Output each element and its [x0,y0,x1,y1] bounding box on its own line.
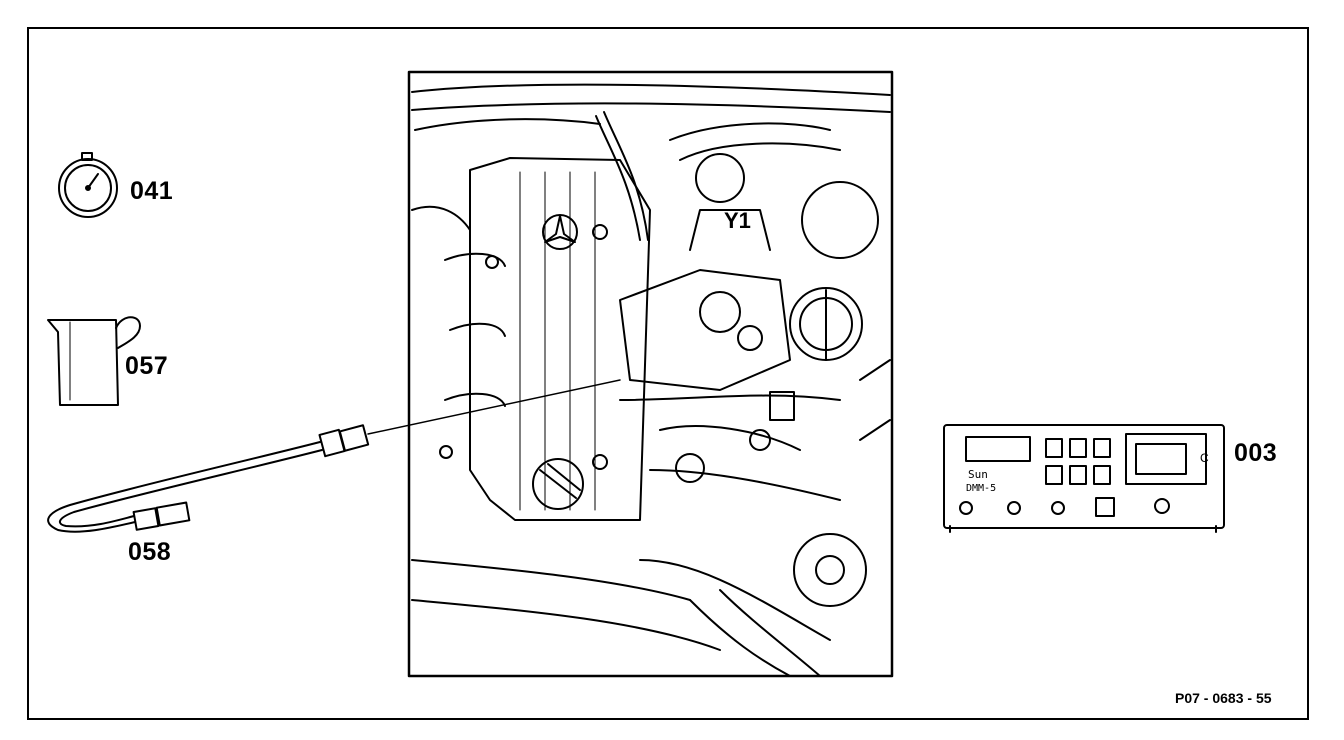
engine-bay-illustration [407,70,894,678]
tester-side-mark: C [1200,451,1209,465]
tester-brand-text: Sun [968,468,988,481]
component-y1-label: Y1 [724,208,751,233]
measuring-jug-icon [47,316,141,406]
diagram-frame [27,27,1309,720]
figure-reference: P07 - 0683 - 55 [1175,690,1272,706]
measuring-jug-label: 057 [125,352,169,380]
tester-device-drawing [943,424,1225,533]
hose-line-drawing [47,379,621,533]
hose-line-label: 058 [128,538,172,566]
stopwatch-icon [58,152,118,218]
tester-label: 003 [1234,439,1278,467]
tester-model-text: DMM-5 [966,483,997,494]
stopwatch-label: 041 [130,177,174,205]
